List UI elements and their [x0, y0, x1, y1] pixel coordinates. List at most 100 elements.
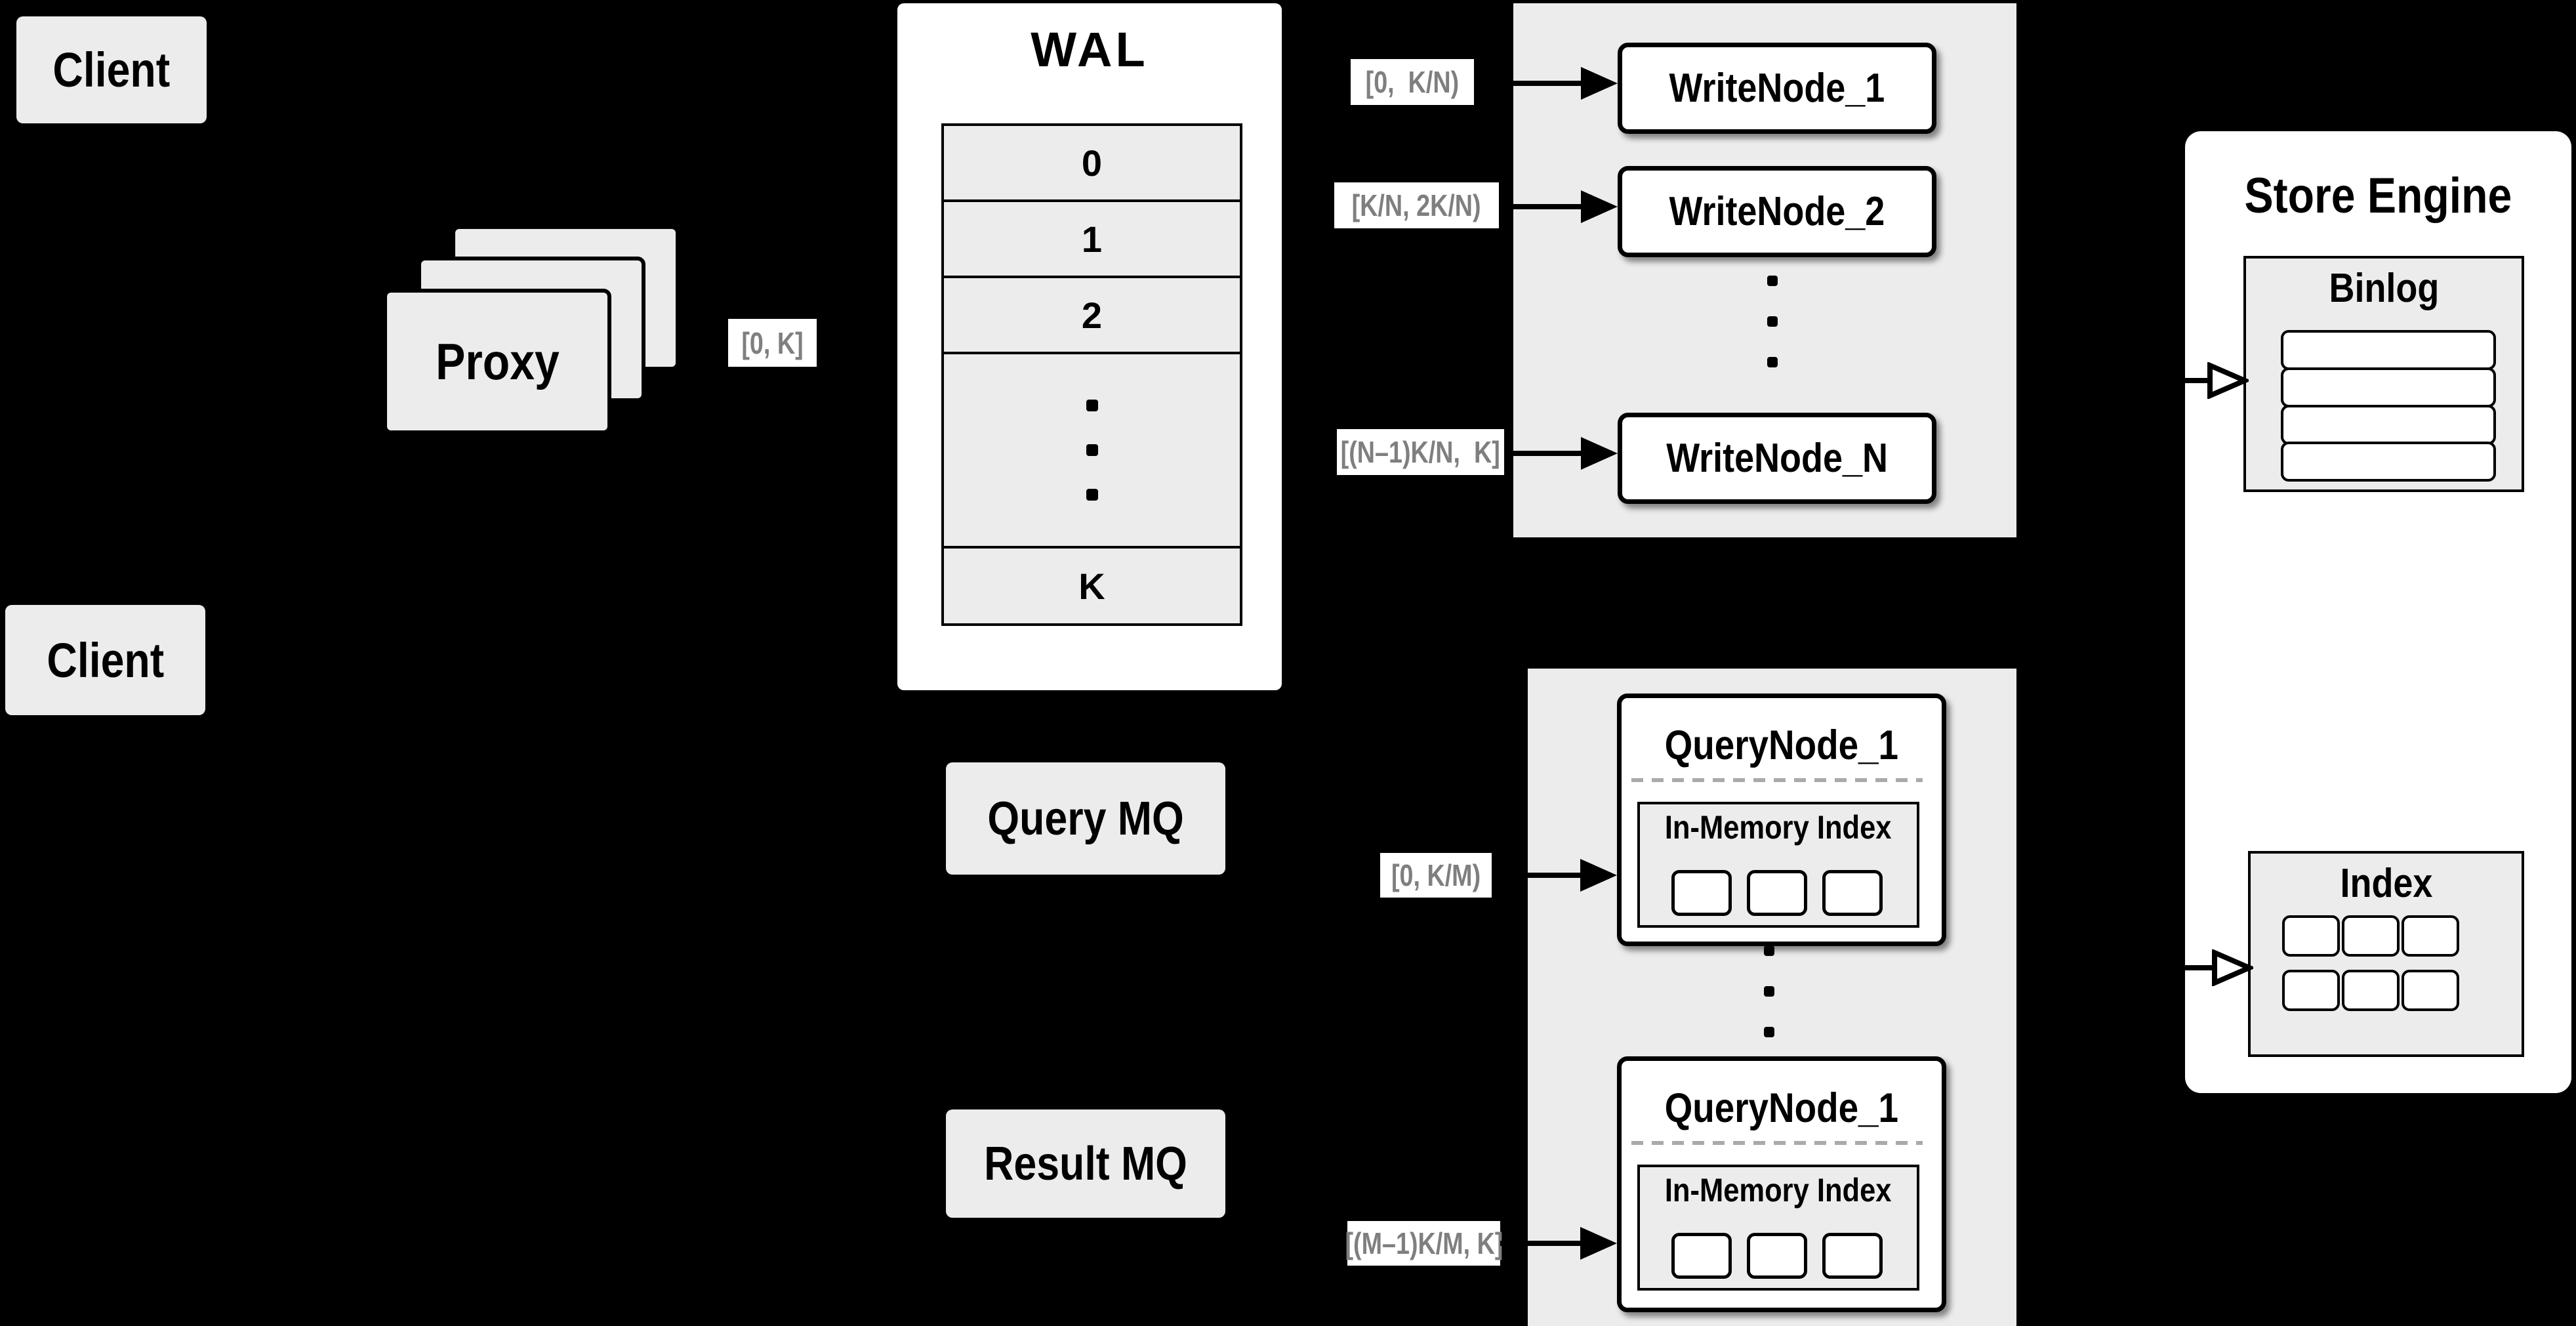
query-range-2: [(M–1)K/M, K] [1345, 1226, 1503, 1260]
arrow-shaft [2158, 378, 2216, 383]
in-memory-index-title-row: In-Memory Index [1640, 808, 1917, 846]
index-square [2402, 970, 2459, 1011]
query-node-2-title-row: QueryNode_1 [1622, 1075, 1942, 1141]
dot [1767, 276, 1778, 286]
query-range-1: [0, K/M) [1391, 858, 1481, 892]
arrow-shaft [1499, 204, 1585, 209]
query-node-2-label: QueryNode_1 [1664, 1085, 1899, 1131]
index-title-row: Index [2251, 860, 2522, 907]
write-node-n-label: WriteNode_N [1666, 436, 1888, 481]
arrow-head-index [2212, 949, 2253, 986]
segment-slot [1747, 870, 1807, 916]
query-node-1-label: QueryNode_1 [1664, 722, 1899, 768]
arrow-shaft [2158, 965, 2218, 970]
write-range-1: [0, K/N) [1365, 65, 1460, 99]
binlog-bar [2281, 405, 2496, 445]
proxy-label: Proxy [435, 332, 560, 390]
write-range-n: [(N–1)K/N, K] [1340, 435, 1501, 469]
client-bottom-label: Client [47, 632, 164, 688]
query-range-chip-1: [0, K/M) [1380, 853, 1492, 898]
index-square [2282, 915, 2340, 957]
proxy-card-front: Proxy [383, 289, 611, 434]
write-node-1-label: WriteNode_1 [1669, 66, 1885, 111]
write-range-chip-1: [0, K/N) [1351, 59, 1474, 105]
binlog-box: Binlog [2243, 256, 2524, 492]
write-range-2: [K/N, 2K/N) [1351, 188, 1481, 222]
store-engine-title-row: Store Engine [2185, 167, 2571, 224]
index-square [2342, 970, 2400, 1011]
wal-ellipsis-row [944, 352, 1240, 546]
store-engine-title: Store Engine [2244, 168, 2512, 224]
write-node-n: WriteNode_N [1618, 413, 1936, 504]
binlog-bar [2281, 367, 2496, 407]
write-node-1: WriteNode_1 [1618, 43, 1936, 134]
binlog-bar [2281, 442, 2496, 482]
binlog-title-row: Binlog [2246, 265, 2522, 312]
arrow-head-write-node-1 [1581, 67, 1618, 100]
result-mq-box: Result MQ [946, 1109, 1225, 1218]
result-mq-label: Result MQ [984, 1137, 1187, 1190]
in-memory-index-title-row: In-Memory Index [1640, 1171, 1917, 1209]
query-node-1: QueryNode_1 In-Memory Index [1617, 694, 1946, 946]
dot [1764, 945, 1774, 956]
client-top-label: Client [52, 43, 171, 97]
wal-segment-row: 0 [1081, 142, 1103, 184]
arrow-shaft [1474, 81, 1585, 86]
proxy-range-label: [0, K] [741, 325, 804, 360]
dot [1086, 489, 1098, 501]
store-engine-panel: Store Engine Binlog Index [2185, 131, 2571, 1093]
dot [1764, 1027, 1774, 1037]
arrow-head-binlog [2207, 362, 2249, 399]
dot [1767, 357, 1778, 367]
index-square [2402, 915, 2459, 957]
dot [1767, 316, 1778, 327]
index-label: Index [2340, 861, 2432, 906]
wal-segment-row: K [944, 546, 1240, 623]
in-memory-index-label: In-Memory Index [1665, 809, 1892, 846]
client-box-bottom: Client [5, 605, 205, 715]
arrow-shaft [1504, 451, 1585, 456]
segment-slot [1671, 870, 1732, 916]
vertical-ellipsis [1764, 945, 1774, 1037]
write-range-chip-2: [K/N, 2K/N) [1334, 182, 1499, 228]
client-box-top: Client [16, 16, 207, 123]
segment-slot [1671, 1233, 1732, 1279]
write-node-2: WriteNode_2 [1618, 166, 1936, 257]
wal-panel: WAL 0 1 2 K [897, 3, 1282, 690]
dot [1764, 986, 1774, 997]
arrow-head-query-node-2 [1580, 1227, 1617, 1260]
segment-slot [1822, 870, 1883, 916]
query-mq-box: Query MQ [946, 762, 1225, 875]
dot [1086, 400, 1098, 411]
wal-segment-row: 2 [944, 276, 1240, 352]
in-memory-index-box: In-Memory Index [1637, 1165, 1919, 1291]
segment-slot [1822, 1233, 1883, 1279]
index-square [2342, 915, 2400, 957]
query-node-1-title-row: QueryNode_1 [1622, 713, 1942, 778]
wal-title: WAL [1031, 22, 1149, 77]
index-square [2282, 970, 2340, 1011]
wal-segment-table: 0 1 2 K [941, 123, 1242, 626]
arrow-shaft [1500, 1241, 1585, 1246]
binlog-bar [2281, 330, 2496, 370]
vertical-ellipsis [1767, 276, 1778, 367]
arrow-head-write-node-2 [1581, 190, 1618, 223]
in-memory-index-box: In-Memory Index [1637, 802, 1919, 928]
write-node-2-label: WriteNode_2 [1669, 189, 1885, 234]
wal-segment-row: 1 [944, 199, 1240, 276]
proxy-range-chip: [0, K] [728, 319, 817, 367]
segment-slot [1747, 1233, 1807, 1279]
query-range-chip-2: [(M–1)K/M, K] [1345, 1221, 1503, 1266]
dot [1086, 444, 1098, 456]
query-node-2: QueryNode_1 In-Memory Index [1617, 1056, 1946, 1312]
vertical-ellipsis [1086, 400, 1098, 501]
in-memory-index-label: In-Memory Index [1665, 1172, 1892, 1209]
index-box: Index [2248, 851, 2524, 1057]
binlog-label: Binlog [2329, 266, 2439, 311]
arrow-head-query-node-1 [1580, 859, 1617, 892]
arrow-shaft [1492, 873, 1585, 878]
arrow-head-write-node-n [1581, 437, 1618, 470]
dashed-divider [1631, 778, 1923, 782]
query-mq-label: Query MQ [987, 792, 1184, 845]
